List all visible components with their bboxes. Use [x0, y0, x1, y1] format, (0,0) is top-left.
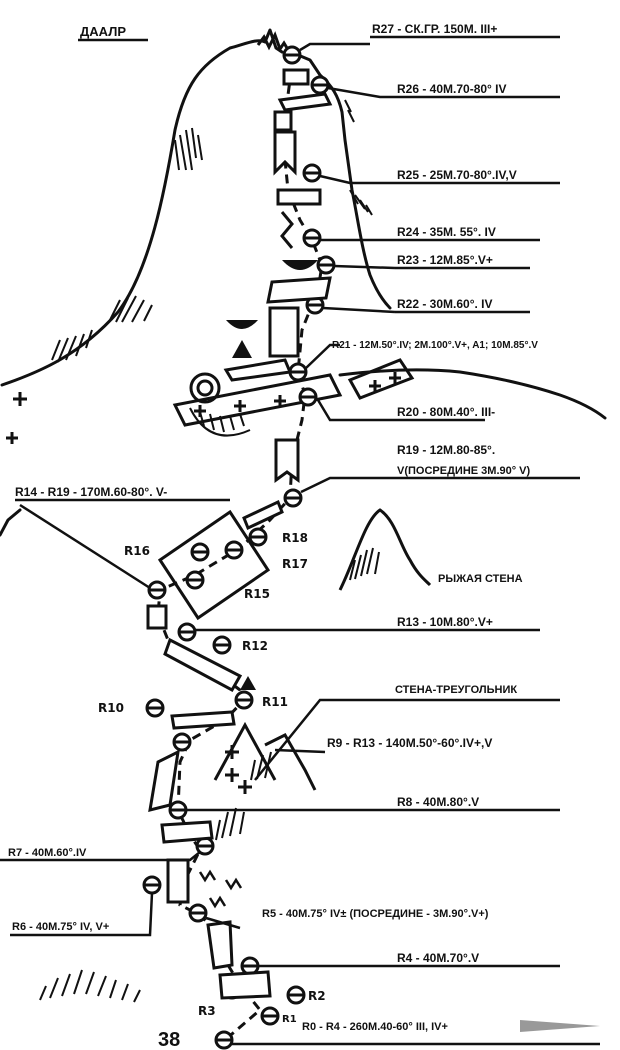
- ledge-r20: [172, 358, 415, 427]
- rock-hatching: [39, 99, 380, 1003]
- belay-r1: [260, 1006, 280, 1026]
- label-r14-r19: R14 - R19 - 170М.60-80°. V-: [15, 485, 167, 499]
- crack-icon: [280, 211, 294, 249]
- belay-r18: [248, 527, 268, 547]
- label-r27: R27 - СК.ГР. 150М. III+: [372, 22, 497, 36]
- label-r21: R21 - 12М.50°.IV; 2М.100°.V+, A1; 10М.85…: [332, 340, 538, 351]
- belay-r13: [177, 622, 197, 642]
- belay-b: [185, 570, 205, 590]
- left-plus-marks: [6, 392, 27, 444]
- belay-r20: [298, 387, 318, 407]
- belay-r5: [188, 903, 208, 923]
- belay-r24: [302, 228, 322, 248]
- belay-r11: [234, 690, 254, 710]
- label-r5: R5 - 40М.75° IV± (ПОСРЕДИНЕ - 3М.90°.V+): [262, 908, 489, 920]
- belay-a: [190, 542, 210, 562]
- belay-r27: [282, 45, 302, 65]
- label-r13: R13 - 10М.80°.V+: [397, 615, 493, 629]
- label-triangle-wall: СТЕНА-ТРЕУГОЛЬНИК: [395, 684, 517, 696]
- label-r8: R8 - 40М.80°.V: [397, 795, 479, 809]
- label-r24: R24 - 35М. 55°. IV: [397, 225, 496, 239]
- belay-r8: [168, 800, 188, 820]
- label-r19-line2: V(ПОСРЕДИНЕ 3М.90° V): [397, 465, 531, 477]
- point-r15: R15: [244, 587, 270, 601]
- crescent-icon-2: [226, 320, 258, 329]
- label-r0-r4: R0 - R4 - 260М.40-60° III, IV+: [302, 1021, 448, 1033]
- double-circle-icon: [189, 372, 221, 404]
- triangle-marker-icon: [232, 340, 252, 358]
- label-r20: R20 - 80М.40°. III-: [397, 405, 495, 419]
- belay-r6: [142, 875, 162, 895]
- r15-frame: [157, 509, 271, 621]
- belay-r14: [147, 580, 167, 600]
- point-r12: R12: [242, 639, 268, 653]
- point-r1: R1: [282, 1014, 297, 1025]
- label-r23: R23 - 12М.85°.V+: [397, 253, 493, 267]
- label-r6: R6 - 40М.75° IV, V+: [12, 921, 109, 933]
- page-number: 38: [158, 1029, 180, 1050]
- belay-r12: [212, 635, 232, 655]
- belay-r10: [145, 698, 165, 718]
- label-r0-r4-smudge: [520, 1020, 600, 1032]
- point-r11: R11: [262, 695, 288, 709]
- belay-r2: [286, 985, 306, 1005]
- label-r19-line1: R19 - 12М.80-85°.: [397, 443, 495, 457]
- point-r10: R10: [98, 701, 124, 715]
- label-r25: R25 - 25М.70-80°.IV,V: [397, 168, 517, 182]
- belay-r23: [316, 255, 336, 275]
- point-r18: R18: [282, 531, 308, 545]
- point-r16: R16: [124, 544, 150, 558]
- triangle-wall-outline: [213, 721, 317, 794]
- belay-r17: [224, 540, 244, 560]
- leader-lines: [0, 35, 600, 1046]
- label-r7: R7 - 40М.60°.IV: [8, 847, 87, 859]
- point-r2: R2: [308, 989, 326, 1003]
- belay-r21: [288, 362, 308, 382]
- belay-r0: [214, 1030, 234, 1050]
- label-r26: R26 - 40М.70-80° IV: [397, 82, 507, 96]
- belay-r19: [283, 488, 303, 508]
- red-wall-outline: [338, 508, 432, 591]
- peak-name: ДААЛР: [80, 24, 126, 39]
- mountain-outline: [0, 28, 607, 537]
- label-r22: R22 - 30М.60°. IV: [397, 297, 493, 311]
- crescent-icon: [282, 260, 318, 270]
- label-r4: R4 - 40М.70°.V: [397, 951, 479, 965]
- summit-ridge: [256, 31, 292, 54]
- belay-r9: [172, 732, 192, 752]
- belay-r26: [310, 75, 330, 95]
- label-red-wall: РЫЖАЯ СТЕНА: [438, 573, 523, 585]
- point-r17: R17: [282, 557, 308, 571]
- label-r9-r13: R9 - R13 - 140М.50°-60°.IV+,V: [327, 736, 492, 750]
- grass-tufts: [198, 869, 243, 909]
- point-r3: R3: [198, 1004, 216, 1018]
- triangle-marker-icon-r11: [240, 676, 256, 690]
- belay-r25: [302, 163, 322, 183]
